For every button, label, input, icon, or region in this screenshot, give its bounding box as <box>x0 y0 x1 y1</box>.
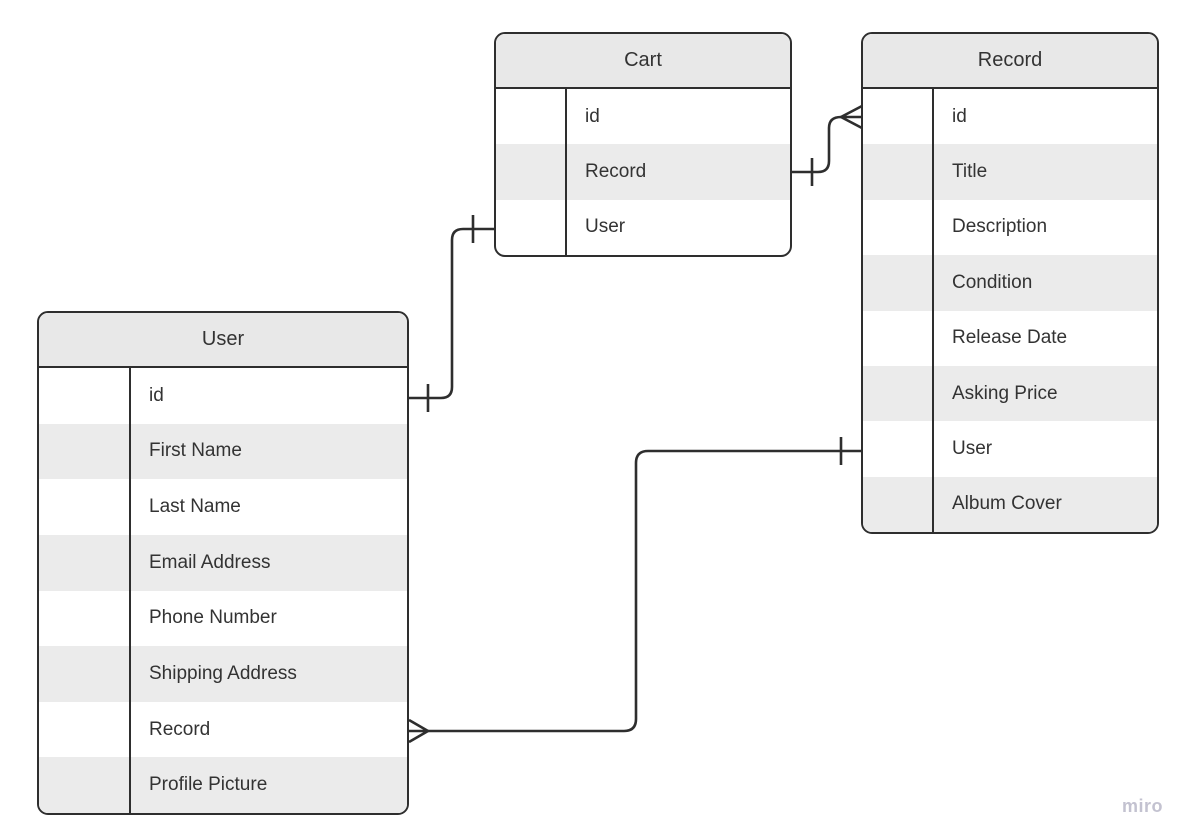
key-cell <box>39 701 131 758</box>
connector-user-record[interactable] <box>408 437 861 744</box>
entity-cart-title: Cart <box>624 49 662 71</box>
field-label: id <box>585 105 600 127</box>
key-cell <box>39 534 131 591</box>
table-row[interactable]: id <box>39 368 407 424</box>
table-row[interactable]: User <box>863 421 1157 477</box>
field-label: Shipping Address <box>149 662 297 684</box>
table-row[interactable]: Email Address <box>39 534 407 591</box>
field-label: Record <box>149 718 211 740</box>
field-label: Record <box>585 160 647 182</box>
key-cell <box>39 646 131 702</box>
field-label: Last Name <box>149 496 241 518</box>
field-label: Release Date <box>952 327 1068 349</box>
key-cell <box>863 365 934 422</box>
key-cell <box>863 144 934 200</box>
table-row[interactable]: Last Name <box>39 479 407 535</box>
key-cell <box>39 479 131 535</box>
table-row[interactable]: Condition <box>863 255 1157 311</box>
key-cell <box>863 199 934 256</box>
crow-foot-record-id <box>840 104 863 130</box>
entity-record-header: Record <box>863 34 1157 89</box>
key-cell <box>496 199 567 255</box>
field-label: First Name <box>149 440 242 462</box>
field-label: id <box>149 384 164 406</box>
table-row[interactable]: Album Cover <box>863 476 1157 532</box>
connector-user-cart[interactable] <box>409 215 494 412</box>
connector-cart-record[interactable] <box>792 104 863 186</box>
entity-record-title: Record <box>977 49 1043 71</box>
field-label: Condition <box>952 271 1033 293</box>
key-cell <box>863 421 934 477</box>
field-label: Profile Picture <box>149 774 268 796</box>
table-row[interactable]: User <box>496 199 790 255</box>
entity-user-title: User <box>201 328 245 350</box>
table-row[interactable]: Record <box>496 144 790 200</box>
key-cell <box>39 757 131 813</box>
table-row[interactable]: id <box>863 89 1157 145</box>
field-label: Phone Number <box>149 607 277 629</box>
key-cell <box>496 89 567 145</box>
key-cell <box>496 144 567 200</box>
table-row[interactable]: First Name <box>39 423 407 480</box>
field-label: User <box>952 437 993 459</box>
key-cell <box>863 89 934 145</box>
table-row[interactable]: Shipping Address <box>39 646 407 702</box>
key-cell <box>863 255 934 311</box>
field-label: Title <box>952 161 988 183</box>
crow-foot-user-record <box>408 718 429 744</box>
key-cell <box>39 590 131 647</box>
key-cell <box>39 368 131 424</box>
table-row[interactable]: Asking Price <box>863 365 1157 422</box>
table-row[interactable]: Phone Number <box>39 590 407 647</box>
table-row[interactable]: Profile Picture <box>39 757 407 813</box>
table-row[interactable]: Release Date <box>863 310 1157 366</box>
field-label: Album Cover <box>952 493 1062 515</box>
key-cell <box>863 476 934 532</box>
table-row[interactable]: Record <box>39 701 407 758</box>
field-label: Email Address <box>149 551 271 573</box>
entity-cart-header: Cart <box>496 34 790 89</box>
field-label: User <box>585 216 626 238</box>
field-label: id <box>952 105 967 127</box>
key-cell <box>863 310 934 366</box>
field-label: Asking Price <box>952 382 1058 404</box>
table-row[interactable]: Description <box>863 199 1157 256</box>
entity-user-header: User <box>39 313 407 368</box>
miro-watermark: miro <box>1122 796 1164 816</box>
key-cell <box>39 423 131 480</box>
table-row[interactable]: Title <box>863 144 1157 200</box>
field-label: Description <box>952 216 1048 238</box>
table-row[interactable]: id <box>496 89 790 145</box>
